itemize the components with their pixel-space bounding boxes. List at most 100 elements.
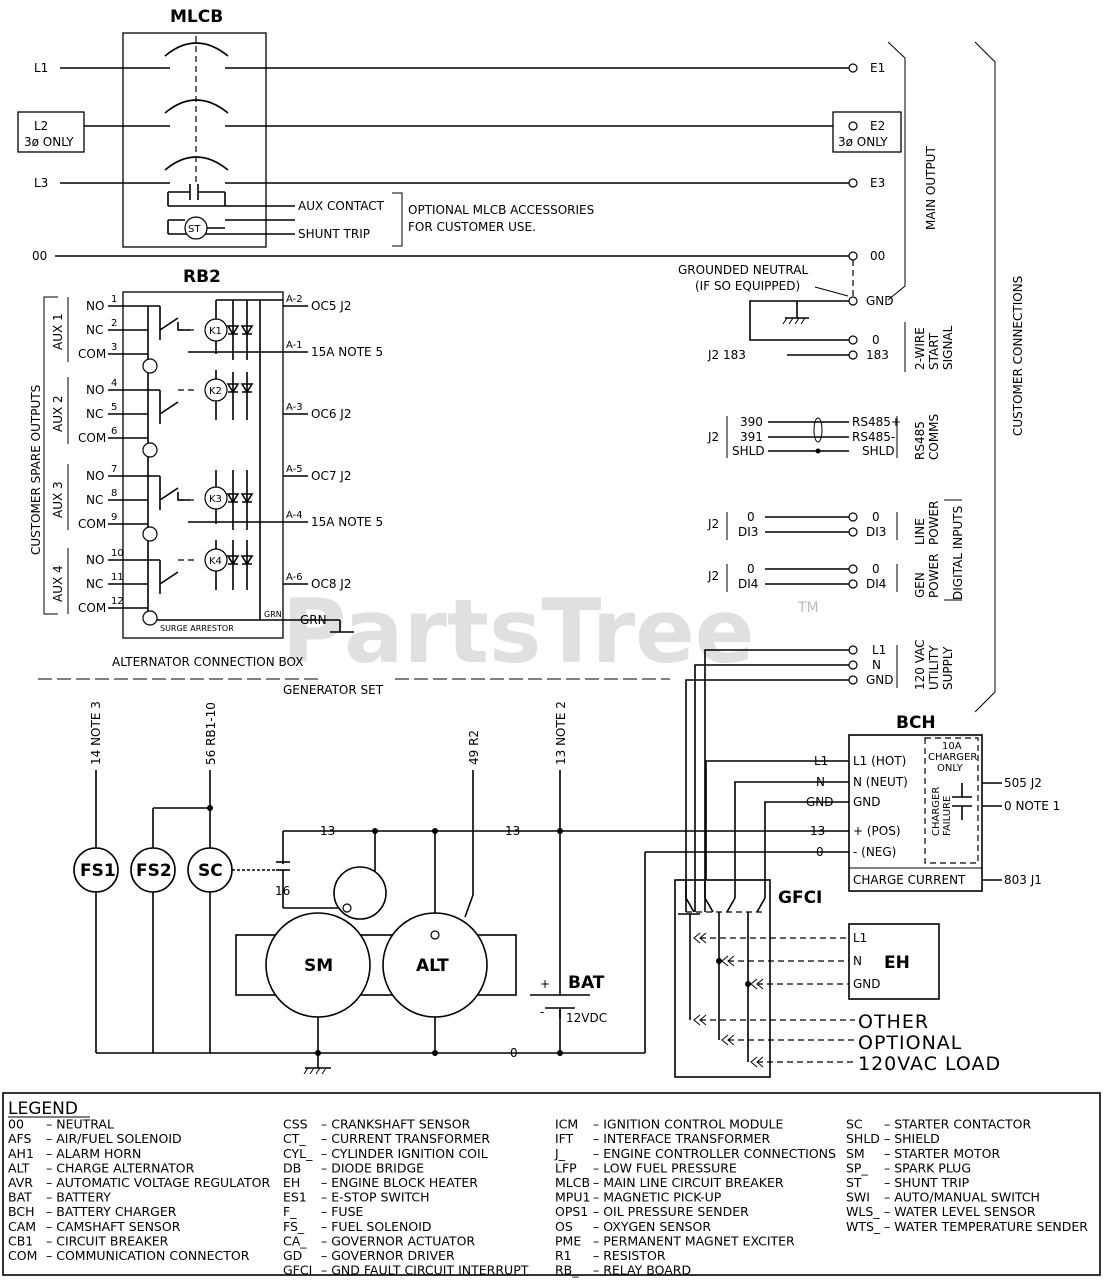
legend-abbr: OS (555, 1219, 573, 1234)
legend-abbr: 00 (8, 1117, 24, 1132)
st-label: ST (188, 224, 201, 235)
legend-desc: – PERMANENT MAGNET EXCITER (593, 1233, 795, 1248)
bch-charge-current: CHARGE CURRENT (853, 873, 966, 887)
bch-fail-2: FAILURE (942, 796, 953, 836)
start-183-terminal (848, 350, 858, 360)
k2-label: K2 (209, 386, 222, 397)
rb2-out-15a-1: 15A NOTE 5 (311, 345, 383, 359)
legend-desc: – DIODE BRIDGE (321, 1160, 424, 1175)
k3-label: K3 (209, 494, 222, 505)
legend-abbr: ES1 (283, 1190, 307, 1205)
legend-desc: – STARTER CONTACTOR (884, 1117, 1031, 1132)
legend-desc: – SPARK PLUG (884, 1160, 971, 1175)
digital-inputs-label: DIGITAL INPUTS (951, 506, 965, 600)
utility-label-3: SUPPLY (941, 646, 955, 690)
legend-abbr: LFP (555, 1160, 577, 1175)
rb2-com-4: COM (78, 601, 106, 615)
line-power-label-2: POWER (927, 501, 941, 545)
legend-desc: – GOVERNOR DRIVER (321, 1248, 455, 1263)
legend-desc: – GOVERNOR ACTUATOR (321, 1233, 475, 1248)
legend-abbr: ALT (8, 1160, 30, 1175)
e2-3phase-label: 3ø ONLY (838, 135, 888, 149)
pin-11: 11 (111, 572, 124, 583)
rs-right-shld: SHLD (862, 444, 895, 458)
rb2-no-1: NO (86, 299, 104, 313)
relay-coil-k2 (204, 370, 228, 420)
aux-contact-label: AUX CONTACT (298, 199, 385, 213)
rs-left-shld: SHLD (732, 444, 765, 458)
legend-desc: – INTERFACE TRANSFORMER (593, 1131, 770, 1146)
legend-desc: – COMMUNICATION CONNECTOR (46, 1248, 250, 1263)
bch-amp-3: ONLY (937, 763, 964, 774)
start-183-label: 183 (866, 348, 889, 362)
aux3-label: AUX 3 (51, 481, 65, 518)
mlcb-title: MLCB (170, 7, 223, 27)
relay-diodes (188, 300, 283, 590)
k4-label: K4 (209, 556, 222, 567)
bat-label: BAT (568, 973, 605, 993)
alt-wire-49 (464, 894, 474, 918)
fs2-label: FS2 (136, 861, 172, 881)
optional-accessories-label: OPTIONAL MLCB ACCESSORIES (408, 203, 594, 217)
legend-abbr: COM (8, 1248, 37, 1263)
rb2-no-3: NO (86, 469, 104, 483)
rb2-nc-3: NC (86, 493, 103, 507)
bch-out-0: 0 NOTE 1 (1004, 799, 1060, 813)
wire-13b-label: 13 (505, 824, 520, 838)
receptacle-chevron-icons (693, 932, 764, 1068)
pin-a4: A-4 (286, 510, 303, 521)
l2-label: L2 (34, 119, 48, 133)
legend-desc: – CAMSHAFT SENSOR (46, 1219, 181, 1234)
line-power-label-1: LINE (913, 518, 927, 545)
l3-label: L3 (34, 176, 48, 190)
legend-abbr: IFT (555, 1131, 574, 1146)
pin-10: 10 (111, 548, 124, 559)
legend-abbr: GFCI (283, 1263, 312, 1278)
pin-6: 6 (111, 426, 117, 437)
legend-desc: – OIL PRESSURE SENDER (593, 1204, 749, 1219)
bch-out-803: 803 J1 (1004, 873, 1042, 887)
pin-7: 7 (111, 464, 117, 475)
shunt-trip-coil-icon (184, 216, 208, 240)
legend-desc: – CRANKSHAFT SENSOR (321, 1117, 471, 1132)
utility-gnd-label: GND (866, 673, 894, 687)
rb2-nc-1: NC (86, 323, 103, 337)
fs1-label: FS1 (80, 861, 116, 881)
utility-label-2: UTILITY (927, 645, 941, 690)
rb2-out-oc8: OC8 J2 (311, 577, 351, 591)
rb2-com-2: COM (78, 431, 106, 445)
sm-icon (265, 912, 371, 1018)
e2-terminal (848, 121, 858, 131)
surge-arrestor-label: SURGE ARRESTOR (160, 624, 234, 633)
di4-j2-label: J2 (707, 569, 719, 583)
legend-desc: – ALARM HORN (46, 1146, 141, 1161)
legend-desc: – CIRCUIT BREAKER (46, 1233, 169, 1248)
eh-wires (700, 937, 855, 1063)
di4-left-0: 0 (747, 562, 755, 576)
legend-desc: – CURRENT TRANSFORMER (321, 1131, 490, 1146)
bch-box (848, 734, 983, 892)
legend-abbr: EH (283, 1175, 300, 1190)
battery-minus: - (540, 1005, 544, 1019)
rs485-label-1: RS485 (913, 421, 927, 460)
rb2-nc-2: NC (86, 407, 103, 421)
rb2-terminal-rows (108, 300, 354, 633)
rb2-title: RB2 (183, 267, 221, 287)
pin-9: 9 (111, 512, 117, 523)
rb2-out-oc7: OC7 J2 (311, 469, 351, 483)
bch-row-gnd: GND (853, 795, 881, 809)
start-signal-label-1: 2-WIRE (913, 327, 927, 370)
load-other: OTHER (858, 1011, 929, 1033)
bch-out-505: 505 J2 (1004, 776, 1042, 790)
legend-desc: – FUSE (321, 1204, 363, 1219)
neutral-left-label: 00 (32, 249, 47, 263)
bch-fail-1: CHARGER (931, 787, 942, 836)
genset-wiring (95, 770, 849, 1075)
alternator-box-label: ALTERNATOR CONNECTION BOX (112, 655, 303, 669)
rb2-box (122, 291, 284, 639)
aux2-label: AUX 2 (51, 395, 65, 432)
shunt-trip-label: SHUNT TRIP (298, 227, 370, 241)
pin-a5: A-5 (286, 464, 303, 475)
trademark-mark: TM (797, 600, 819, 616)
di3-wires (726, 512, 898, 540)
